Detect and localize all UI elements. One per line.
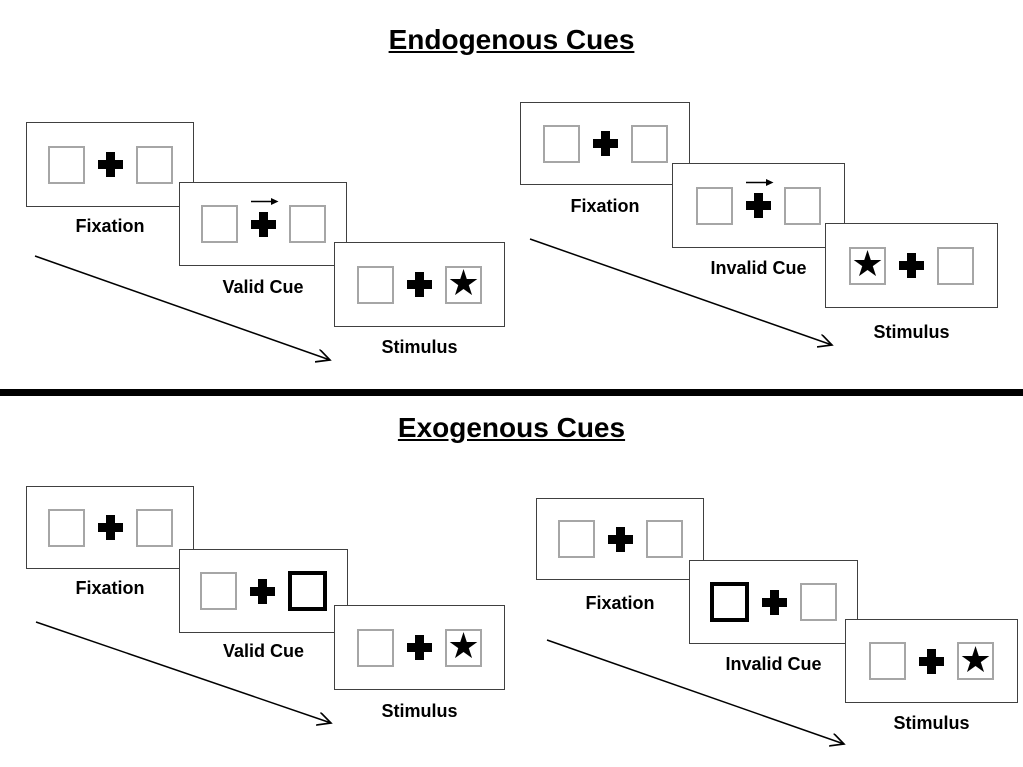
target-star-icon: ★ (851, 243, 884, 284)
exogenous-invalid-cue-label: Invalid Cue (725, 654, 822, 674)
placeholder-box-left (200, 205, 238, 243)
target-star-icon: ★ (447, 262, 480, 303)
placeholder-box-left (357, 628, 394, 667)
placeholder-box-right (645, 520, 683, 558)
exogenous-invalid-stimulus-label: Stimulus (893, 713, 970, 733)
sequence-arrow-icon (34, 255, 340, 368)
fixation-cross-icon (407, 272, 432, 297)
placeholder-box-left (47, 145, 85, 184)
section-divider (0, 389, 1023, 396)
fixation-cross-icon (607, 526, 633, 552)
endogenous-invalid-cue-label: Invalid Cue (710, 258, 807, 278)
cue-arrow-icon (746, 179, 774, 186)
sequence-arrow-icon (35, 621, 339, 730)
exogenous-title-text: Exogenous Cues (397, 412, 626, 443)
exogenous-section-title: Exogenous Cues (0, 412, 1023, 444)
endogenous-invalid-fixation-label: Fixation (570, 196, 640, 216)
placeholder-box-right (135, 145, 173, 184)
sequence-arrow-icon (529, 238, 840, 351)
target-box-left: ★ (849, 243, 886, 285)
placeholder-box-right (630, 124, 668, 163)
sequence-arrow-icon (546, 639, 854, 752)
endogenous-invalid-stimulus-panel: ★ (825, 223, 998, 308)
fixation-cross-icon (250, 578, 275, 604)
cue-highlight-box-right (288, 571, 327, 611)
endogenous-title-text: Endogenous Cues (388, 24, 635, 55)
endogenous-valid-fixation-label: Fixation (75, 216, 145, 236)
exogenous-valid-cue-panel (179, 549, 348, 633)
placeholder-box-left (200, 572, 237, 610)
target-star-icon: ★ (959, 638, 992, 680)
cue-highlight-box-left (710, 582, 749, 622)
placeholder-box-left (869, 642, 906, 680)
fixation-cross-icon (592, 131, 618, 156)
fixation-cross-icon (97, 152, 123, 177)
fixation-cross-icon (407, 635, 432, 660)
exogenous-invalid-stimulus-panel: ★ (845, 619, 1018, 703)
placeholder-box-right (800, 583, 837, 621)
fixation-cross-icon (250, 197, 278, 237)
target-box-right: ★ (445, 262, 482, 304)
target-box-right: ★ (445, 625, 482, 667)
fixation-cross-icon (899, 253, 924, 278)
endogenous-invalid-cue-panel (672, 163, 845, 248)
exogenous-invalid-fixation-panel (536, 498, 704, 580)
fixation-cross-icon (762, 589, 787, 615)
placeholder-box-right (784, 186, 821, 225)
endogenous-valid-stimulus-label: Stimulus (381, 337, 458, 357)
placeholder-box-left (47, 508, 85, 547)
endogenous-invalid-fixation-panel (520, 102, 690, 185)
endogenous-valid-cue-label: Valid Cue (222, 277, 304, 297)
fixation-cross-icon (919, 648, 944, 674)
target-box-right: ★ (957, 638, 994, 680)
exogenous-invalid-fixation-label: Fixation (585, 593, 655, 613)
placeholder-box-left (357, 265, 394, 304)
target-star-icon: ★ (447, 625, 480, 666)
fixation-cross-icon (746, 179, 774, 218)
endogenous-valid-fixation-panel (26, 122, 194, 207)
placeholder-box-left (696, 186, 733, 225)
exogenous-valid-fixation-label: Fixation (75, 578, 145, 598)
placeholder-box-right (135, 508, 173, 547)
endogenous-valid-stimulus-panel: ★ (334, 242, 505, 327)
exogenous-valid-stimulus-panel: ★ (334, 605, 505, 690)
placeholder-box-right (288, 205, 326, 243)
exogenous-valid-cue-label: Valid Cue (222, 641, 305, 661)
exogenous-valid-stimulus-label: Stimulus (381, 701, 458, 721)
endogenous-valid-cue-panel (179, 182, 347, 266)
placeholder-box-right (937, 246, 974, 285)
endogenous-invalid-stimulus-label: Stimulus (873, 322, 950, 342)
fixation-cross-icon (97, 515, 123, 540)
placeholder-box-left (557, 520, 595, 558)
endogenous-section-title: Endogenous Cues (0, 24, 1023, 56)
exogenous-valid-fixation-panel (26, 486, 194, 569)
cue-arrow-icon (250, 197, 278, 205)
exogenous-invalid-cue-panel (689, 560, 858, 644)
placeholder-box-left (542, 124, 580, 163)
